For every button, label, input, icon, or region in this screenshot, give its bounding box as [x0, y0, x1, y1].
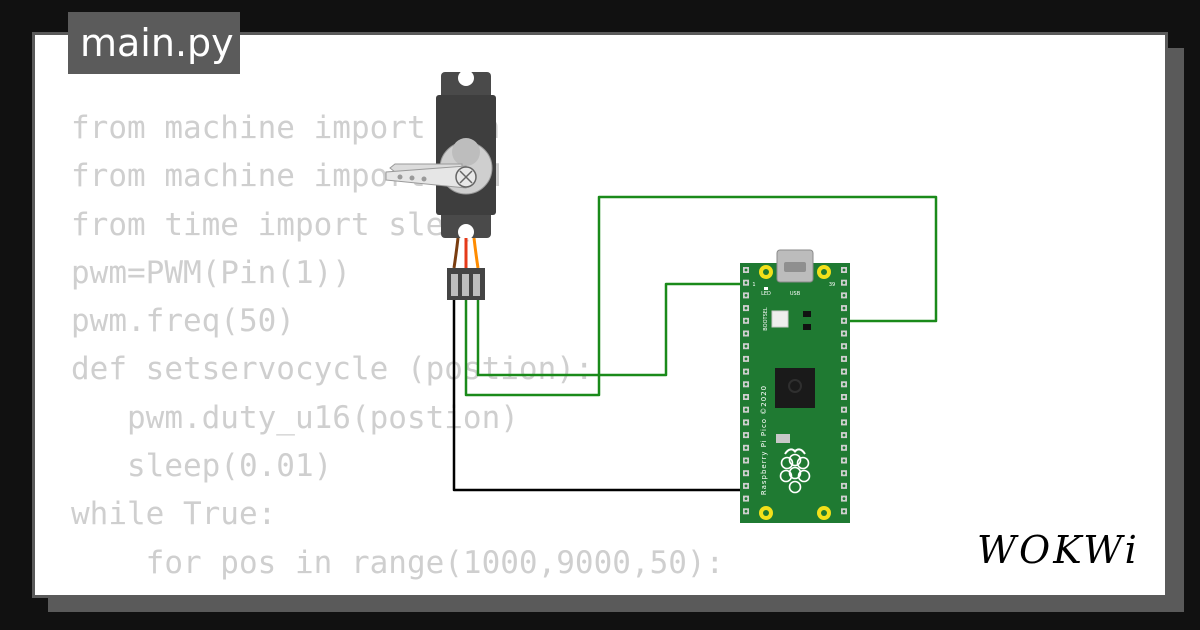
servo-motor[interactable]: [385, 70, 496, 300]
servo-gear-top: [452, 138, 480, 166]
usb-port: [784, 262, 806, 272]
board-name: Raspberry Pi Pico ©2020: [760, 385, 768, 495]
pico-pin-hole: [842, 332, 846, 335]
code-line: pwm=PWM(Pin(1)): [71, 254, 351, 291]
pico-pin-hole: [744, 484, 748, 488]
pico-pin-hole: [744, 268, 748, 272]
pico-component: [803, 324, 811, 330]
usb-label: USB: [790, 291, 801, 297]
wire-power[interactable]: [464, 195, 938, 397]
servo-cable-brown: [452, 237, 460, 269]
pico-pin-hole: [842, 370, 846, 373]
servo-horn-hole: [409, 175, 415, 181]
pico-pin-hole: [744, 395, 748, 399]
wires: [452, 195, 938, 492]
pico-pin-hole: [744, 408, 748, 412]
pico-pin-hole: [842, 459, 846, 462]
pico-pin-hole: [842, 357, 846, 361]
pico-pin-hole: [744, 433, 748, 437]
pico-pin-hole: [842, 294, 846, 297]
servo-mount-hole: [458, 224, 474, 240]
pico-pin-hole: [842, 484, 846, 488]
led-label: LED: [761, 291, 771, 297]
pico-pin-hole: [744, 357, 748, 361]
code-line: for pos in range(1000,9000,50):: [71, 544, 725, 581]
file-tab-main-py[interactable]: main.py: [68, 12, 240, 74]
pico-pin-hole: [842, 433, 846, 437]
pico-pin-hole: [842, 268, 846, 272]
code-line: sleep(0.01): [71, 448, 333, 485]
pico-mount-hole-center: [763, 269, 769, 275]
pico-pin-hole: [842, 281, 846, 285]
pico-pin-hole: [744, 471, 748, 475]
pico-pin-hole: [842, 382, 846, 386]
code-line: setservocycle(pos): [71, 587, 724, 595]
pico-pin-hole: [744, 459, 748, 462]
pico-pin-hole: [744, 294, 748, 297]
servo-cable-orange: [472, 237, 480, 269]
pico-pin-hole: [842, 421, 846, 424]
pico-mount-hole-center: [821, 269, 827, 275]
pico-pin-hole: [842, 446, 846, 450]
pico-pin-hole: [744, 344, 748, 348]
pico-pin-hole: [744, 509, 748, 513]
bootsel-label: BOOTSEL: [763, 307, 769, 331]
pico-board[interactable]: USB LED 1 39 BOOTSEL Raspberry Pi Pico ©…: [740, 249, 850, 523]
wire-signal[interactable]: [476, 282, 748, 377]
servo-horn-hole: [421, 176, 427, 182]
pico-mount-hole-center: [821, 510, 827, 516]
pico-pin-hole: [744, 497, 748, 500]
pin-label-right: 39: [829, 282, 835, 288]
chip-logo-icon: [788, 379, 802, 393]
code-line: pwm.freq(50): [71, 303, 295, 340]
servo-connector-pin: [451, 274, 458, 296]
code-line: from time import sleep: [71, 206, 482, 243]
pico-pins-right: [841, 267, 847, 515]
pico-pin-hole: [842, 408, 846, 412]
pico-pin-hole: [842, 319, 846, 323]
led-indicator: [764, 287, 768, 290]
pico-pin-hole: [744, 382, 748, 386]
servo-mount-hole: [458, 70, 474, 86]
pico-pin-hole: [744, 370, 748, 373]
pico-pin-hole: [744, 421, 748, 424]
servo-connector-pin: [473, 274, 480, 296]
pico-pins-left: [743, 267, 749, 515]
bootsel-button[interactable]: [771, 310, 789, 328]
flash-chip: [776, 434, 790, 443]
pico-pin-hole: [842, 471, 846, 475]
wire-ground[interactable]: [452, 300, 748, 492]
pico-component: [803, 311, 811, 317]
pico-pin-hole: [744, 332, 748, 335]
raspberry-logo-icon: [779, 448, 811, 494]
rp2040-chip: [775, 368, 815, 408]
code-line: def setservocycle (postion):: [71, 351, 594, 388]
pin-label-left: 1: [752, 282, 755, 288]
wokwi-logo: WOKWi: [977, 528, 1140, 572]
pico-pin-hole: [842, 497, 846, 500]
pico-pin-hole: [744, 281, 748, 285]
pico-pin-hole: [842, 509, 846, 513]
pico-mount-hole-center: [763, 510, 769, 516]
pico-pin-hole: [744, 446, 748, 450]
pico-pin-hole: [744, 306, 748, 310]
code-line: while True:: [71, 496, 277, 533]
pico-pin-hole: [842, 344, 846, 348]
servo-horn-arm: [385, 165, 467, 189]
pico-pin-hole: [842, 395, 846, 399]
pico-pin-hole: [744, 319, 748, 323]
servo-horn-hole: [397, 174, 403, 180]
pico-pin-hole: [842, 306, 846, 310]
servo-connector-pin: [462, 274, 469, 296]
servo-screw-cross: [459, 170, 473, 184]
